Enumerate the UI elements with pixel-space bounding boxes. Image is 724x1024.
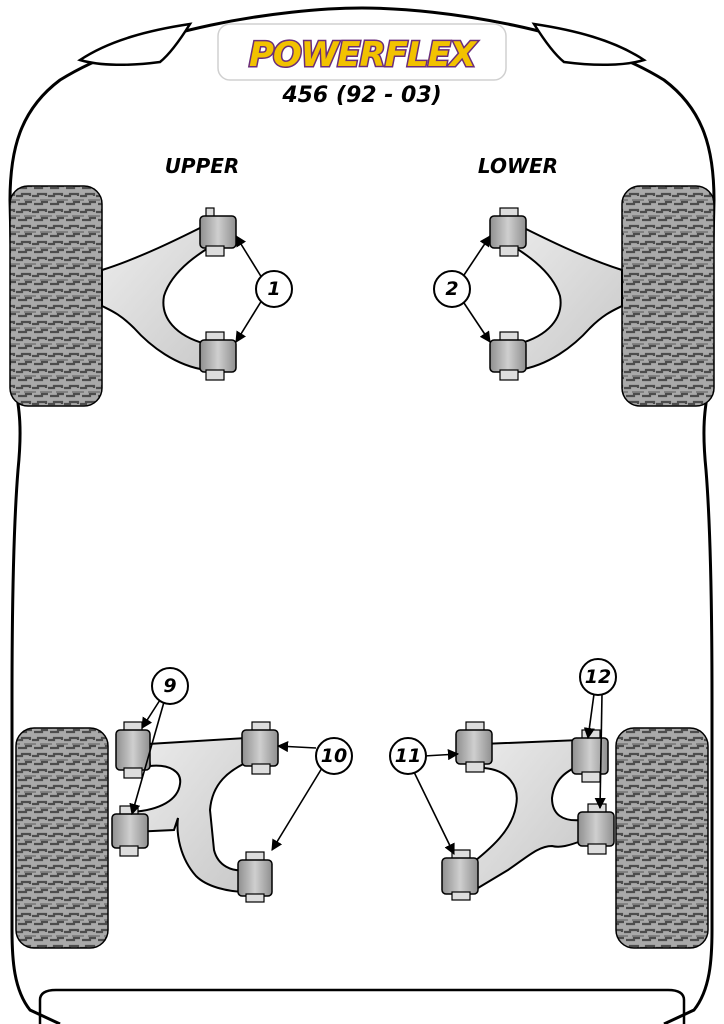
bushing-front-lower-2 xyxy=(489,331,527,381)
bushing-front-lower-1 xyxy=(489,207,527,257)
bushing-rear-left-10a xyxy=(241,721,279,775)
powerflex-logo: POWERFLEX xyxy=(217,23,507,81)
car-body-outline xyxy=(8,6,716,1024)
bushing-rear-left-10b xyxy=(237,851,273,903)
model-subtitle: 456 (92 - 03) xyxy=(281,83,441,108)
bushing-rear-left-9b xyxy=(111,805,149,857)
label-lower: LOWER xyxy=(478,154,558,178)
tyre-rear-right xyxy=(615,727,709,949)
brand-name: POWERFLEX xyxy=(249,35,478,75)
callout-1: 1 xyxy=(255,270,293,308)
rear-right-arm xyxy=(464,738,586,890)
front-upper-wishbone xyxy=(101,224,231,372)
bushing-rear-right-11b xyxy=(441,849,479,901)
bushing-front-upper-1 xyxy=(199,207,237,257)
bushing-front-upper-2 xyxy=(199,331,237,381)
label-upper: UPPER xyxy=(165,154,240,178)
tyre-front-left xyxy=(9,185,103,407)
svg-text:12: 12 xyxy=(585,666,611,688)
bushing-rear-left-9a xyxy=(115,721,151,779)
tyre-rear-left xyxy=(15,727,109,949)
rear-left-arm xyxy=(131,736,254,894)
bushing-rear-right-12b xyxy=(577,803,615,855)
front-lower-wishbone xyxy=(493,224,623,372)
callout-10: 10 xyxy=(315,737,353,775)
svg-text:11: 11 xyxy=(395,745,421,767)
bushing-rear-right-11a xyxy=(455,721,493,773)
callout-12: 12 xyxy=(579,658,617,696)
svg-text:2: 2 xyxy=(445,278,458,300)
svg-text:1: 1 xyxy=(267,278,280,300)
svg-text:10: 10 xyxy=(321,745,347,767)
svg-text:9: 9 xyxy=(163,675,176,697)
callout-2: 2 xyxy=(433,270,471,308)
callout-9: 9 xyxy=(151,667,189,705)
leader-arrows xyxy=(129,235,606,856)
bushing-rear-right-12a xyxy=(571,729,609,783)
callout-11: 11 xyxy=(389,737,427,775)
tyre-front-right xyxy=(621,185,715,407)
